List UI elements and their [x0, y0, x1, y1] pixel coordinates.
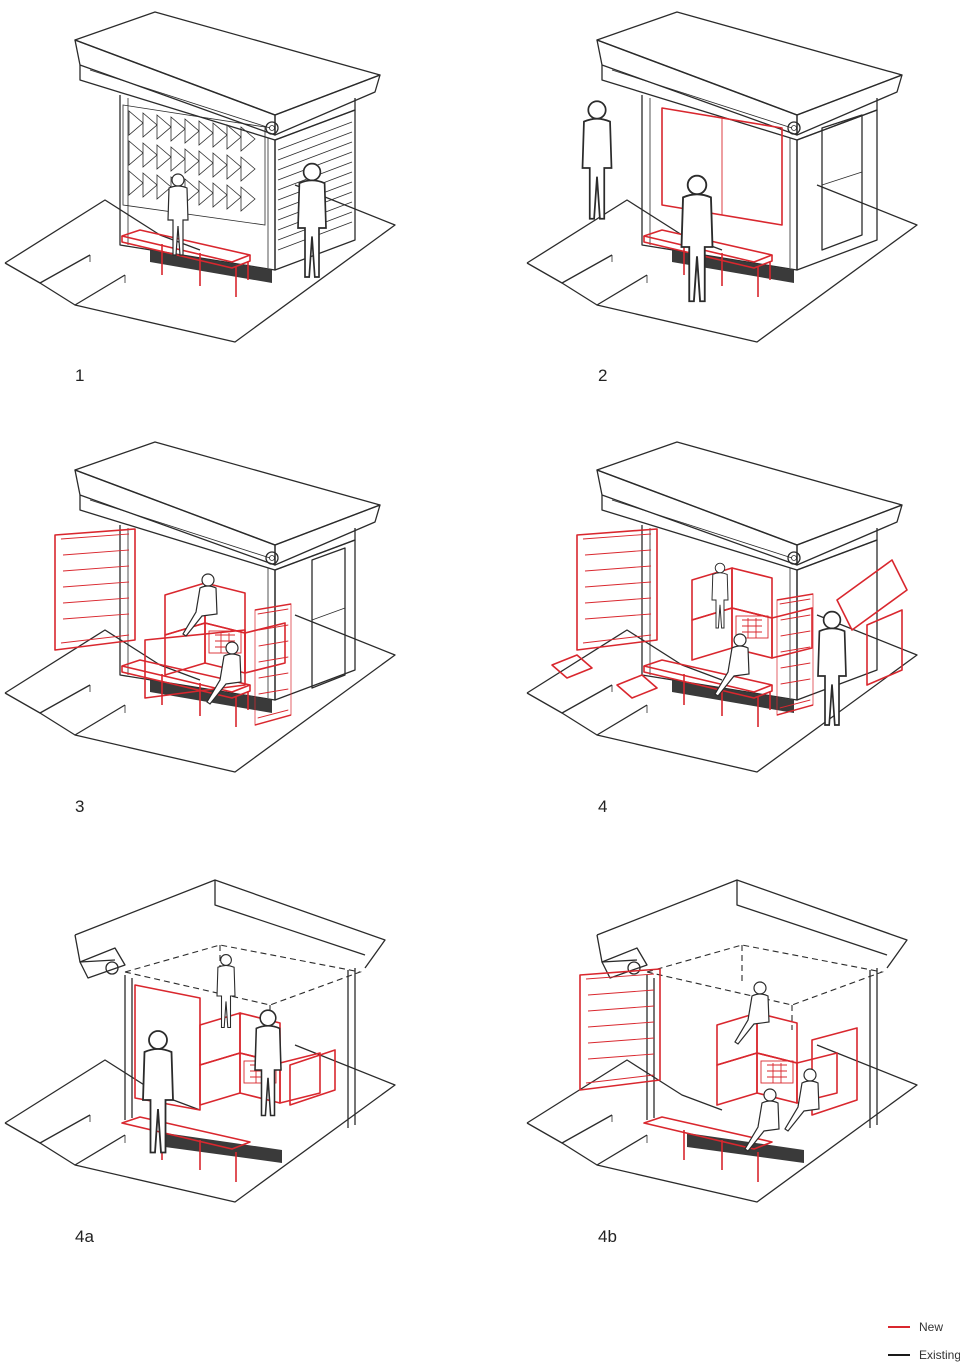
- legend-label-existing: Existing: [919, 1348, 960, 1362]
- panel-label-3: 3: [75, 797, 85, 816]
- legend-swatch-new: [888, 1326, 910, 1328]
- legend-swatch-existing: [888, 1354, 910, 1356]
- panel-label-4: 4: [598, 797, 608, 816]
- panel-3-drawing: [4, 441, 396, 773]
- panel-1-drawing: [4, 11, 396, 343]
- legend-item-existing: Existing: [888, 1348, 960, 1362]
- legend-item-new: New: [888, 1320, 943, 1334]
- panel-label-4b: 4b: [598, 1227, 617, 1246]
- panel-4b-drawing: [526, 879, 918, 1203]
- panel-label-1: 1: [75, 366, 85, 385]
- panel-2-drawing: [526, 11, 918, 343]
- panel-4a-drawing: [4, 879, 396, 1203]
- panel-label-2: 2: [598, 366, 608, 385]
- panel-4-drawing: [526, 441, 918, 773]
- panel-label-4a: 4a: [75, 1227, 94, 1246]
- legend-label-new: New: [919, 1320, 944, 1334]
